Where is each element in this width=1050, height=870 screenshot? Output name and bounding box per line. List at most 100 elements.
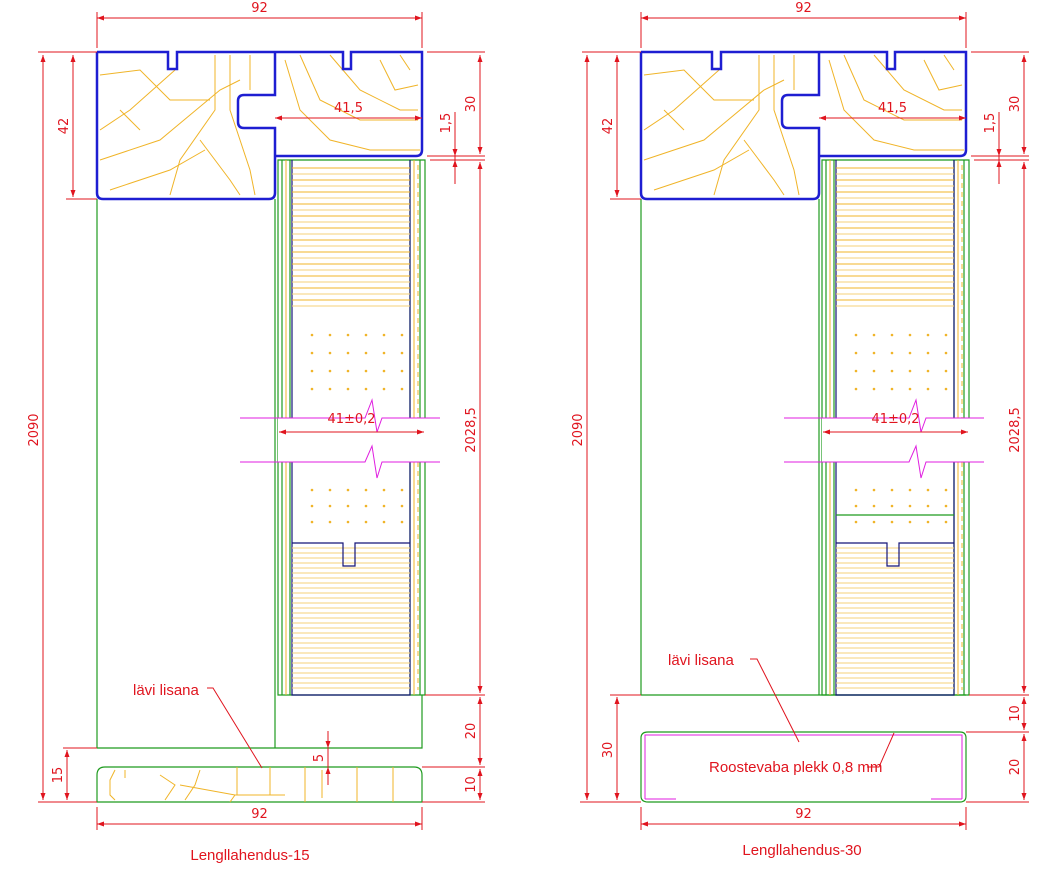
dimension-arrow: [325, 767, 331, 774]
core-filler-dot: [908, 520, 912, 524]
dimension-arrow: [325, 741, 331, 748]
wood-grain: [284, 59, 420, 151]
core-filler-dot: [854, 333, 858, 337]
dimension-arrow: [614, 190, 620, 197]
wood-grain: [873, 54, 962, 111]
dimension-arrow: [477, 793, 483, 800]
core-filler-dot: [908, 488, 912, 492]
dimension-gap: 1,5: [983, 113, 998, 134]
dimension-arrow: [641, 15, 648, 21]
dimension-arrow: [452, 149, 458, 156]
core-filler-dot: [310, 351, 314, 355]
dimension-arrow: [614, 55, 620, 62]
core-filler-dot: [328, 520, 332, 524]
wood-grain: [923, 59, 963, 91]
dimension-total-height: 2090: [27, 413, 42, 446]
dimension-arrow: [996, 160, 1002, 167]
core-filler-dot: [400, 488, 404, 492]
wood-grain: [299, 54, 418, 121]
wood-grain: [109, 769, 116, 801]
wood-grain: [119, 109, 141, 131]
dimension-arrow: [1021, 55, 1027, 62]
dimension-arrow: [97, 821, 104, 827]
core-filler-dot: [400, 333, 404, 337]
dimension-width-bottom: 92: [251, 807, 268, 822]
core-filler-dot: [854, 369, 858, 373]
wood-grain: [643, 79, 785, 161]
threshold: [640, 731, 967, 803]
core-filler-dot: [872, 387, 876, 391]
core-filler-dot: [944, 520, 948, 524]
core-filler-dot: [364, 504, 368, 508]
break-line: [784, 398, 984, 433]
dimension-arrow: [1021, 734, 1027, 741]
wood-grain: [773, 55, 800, 196]
core-filler-dot: [890, 520, 894, 524]
core-filler-dot: [346, 387, 350, 391]
door-leaf: [821, 159, 970, 696]
core-filler-dot: [872, 504, 876, 508]
dimension-arrow: [1021, 793, 1027, 800]
wood-grain: [109, 149, 206, 191]
wood-grain: [99, 69, 210, 101]
core-filler-dot: [310, 488, 314, 492]
core-filler-dot: [382, 387, 386, 391]
dimension-arrow: [823, 429, 830, 435]
core-block: [836, 542, 954, 567]
core-filler-dot: [926, 369, 930, 373]
dimension-arrow: [614, 793, 620, 800]
core-filler-dot: [364, 369, 368, 373]
frame-head: [95, 50, 424, 201]
core-filler-dot: [346, 488, 350, 492]
core-filler-dot: [926, 520, 930, 524]
dimension-arrow: [97, 15, 104, 21]
frame-leg-bottom: [97, 695, 423, 749]
dimension-arrow: [40, 793, 46, 800]
wood-grain: [379, 59, 419, 91]
core-filler-dot: [328, 369, 332, 373]
dimension-arrow: [415, 821, 422, 827]
dimension-rebate-width: 41,5: [334, 101, 363, 116]
drawing-title: Lengllahendus-15: [190, 847, 309, 864]
core-filler-dot: [926, 333, 930, 337]
dimension-threshold-height: 20: [1008, 759, 1023, 776]
dimension-arrow: [959, 15, 966, 21]
dimension-arrow: [959, 821, 966, 827]
core-filler-dot: [872, 333, 876, 337]
core-filler-dot: [872, 520, 876, 524]
core-filler-dot: [926, 387, 930, 391]
dimension-arrow: [614, 697, 620, 704]
dimension-arrow: [961, 429, 968, 435]
wood-grain: [199, 139, 241, 196]
wood-grain: [399, 54, 411, 71]
core-filler-dot: [872, 488, 876, 492]
wood-grain: [713, 55, 760, 196]
wood-grain: [99, 69, 176, 131]
dimension-leaf-height: 2028,5: [1008, 407, 1023, 453]
wood-grain: [743, 139, 785, 196]
dimension-arrow: [64, 750, 70, 757]
sheet-metal-label: Roostevaba plekk 0,8 mm: [709, 759, 882, 776]
core-filler-dot: [382, 351, 386, 355]
wood-grain: [943, 54, 955, 71]
core-filler-dot: [400, 387, 404, 391]
dimension-rebate-width: 41,5: [878, 101, 907, 116]
threshold-label: lävi lisana: [133, 682, 200, 699]
door-leaf: [277, 159, 426, 696]
core-filler-dot: [908, 504, 912, 508]
dimension-frame-height: 42: [601, 118, 616, 135]
core-filler-dot: [364, 387, 368, 391]
core-filler-dot: [908, 369, 912, 373]
core-filler-dot: [310, 504, 314, 508]
core-filler-dot: [346, 520, 350, 524]
dimension-arrow: [641, 821, 648, 827]
dimension-threshold-total: 30: [601, 742, 616, 759]
dimension-arrow: [417, 429, 424, 435]
core-filler-dot: [908, 387, 912, 391]
core-filler-dot: [346, 504, 350, 508]
dimension-head-depth: 30: [464, 96, 479, 113]
dimension-arrow: [477, 55, 483, 62]
dimension-bottom-gap: 20: [464, 723, 479, 740]
